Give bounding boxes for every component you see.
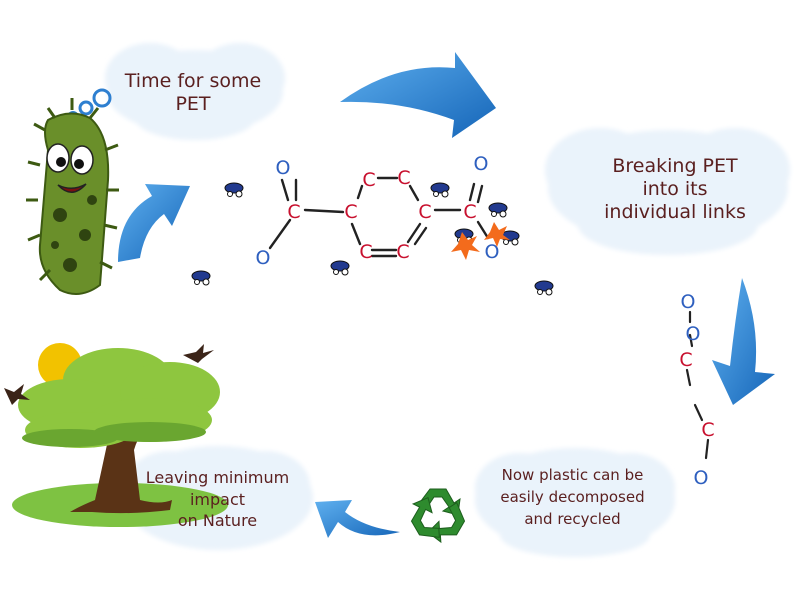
spark-icon <box>484 222 510 247</box>
spark-icon <box>451 232 480 260</box>
bird-icon <box>183 344 214 363</box>
oxygen-atom: O <box>485 241 500 263</box>
enzyme-icon <box>224 182 244 198</box>
bird-icon <box>4 384 30 405</box>
spark-icons <box>451 222 510 260</box>
pet-molecule <box>268 176 490 258</box>
nature-caption: Leaving minimum impact on Nature <box>135 467 300 532</box>
caption-line: Now plastic can be <box>501 466 644 484</box>
chain-oxygen: O O O <box>681 291 709 489</box>
enzyme-icon <box>534 280 554 296</box>
broken-chain <box>685 310 710 460</box>
decomposed-cloud <box>475 448 675 557</box>
breaking-cloud <box>545 128 790 255</box>
oxygen-atom: O <box>256 247 271 269</box>
arrow-bottom-left <box>315 500 400 538</box>
caption-line: individual links <box>604 200 746 223</box>
arrow-up <box>118 184 190 262</box>
caption-line: easily decomposed <box>500 487 645 506</box>
carbon-atom: C <box>396 241 409 263</box>
recycle-icon <box>410 488 466 544</box>
carbon-atom: C <box>362 169 375 191</box>
arrow-top <box>340 52 496 138</box>
carbon-atom: C <box>701 419 714 441</box>
oxygen-atom: O <box>686 323 701 345</box>
canopy-shade <box>22 422 206 447</box>
caption-line: Time for some <box>124 70 262 92</box>
caption-line: on Nature <box>177 511 258 531</box>
breaking-caption: Breaking PET into its individual links <box>570 155 780 223</box>
oxygen-atom: O <box>694 467 709 489</box>
carbon-atom: C <box>397 167 410 189</box>
carbon-atom: C <box>679 349 692 371</box>
enzyme-icon <box>330 260 350 276</box>
caption-line: and recycled <box>524 509 621 528</box>
oxygen-atom: O <box>681 291 696 313</box>
enzyme-icon <box>191 270 211 286</box>
enzymes <box>191 182 554 296</box>
enzyme-icon <box>488 202 508 218</box>
tree-scene <box>4 343 228 527</box>
thought-cloud <box>105 43 285 140</box>
carbon-atom: C <box>344 201 357 223</box>
thought-caption: Time for some PET <box>108 70 278 116</box>
decomposed-caption: Now plastic can be easily decomposed and… <box>480 465 665 530</box>
carbon-atom: C <box>418 201 431 223</box>
carbon-atom: C <box>463 201 476 223</box>
bacterium-character <box>26 98 119 295</box>
chain-carbon: C C <box>679 349 714 441</box>
enzyme-icon <box>430 182 450 198</box>
caption-line: PET <box>175 92 211 115</box>
carbon-atoms: C C C C C C C C <box>287 167 476 263</box>
caption-line: into its <box>642 177 708 200</box>
caption-line: Leaving minimum <box>145 468 290 487</box>
carbon-atom: C <box>287 201 300 223</box>
caption-line: Breaking PET <box>612 155 738 177</box>
oxygen-atoms: O O O O <box>256 153 500 269</box>
oxygen-atom: O <box>474 153 489 175</box>
oxygen-atom: O <box>276 157 291 179</box>
carbon-atom: C <box>359 241 372 263</box>
arrow-right-down <box>712 278 775 405</box>
caption-line: impact <box>189 489 246 509</box>
